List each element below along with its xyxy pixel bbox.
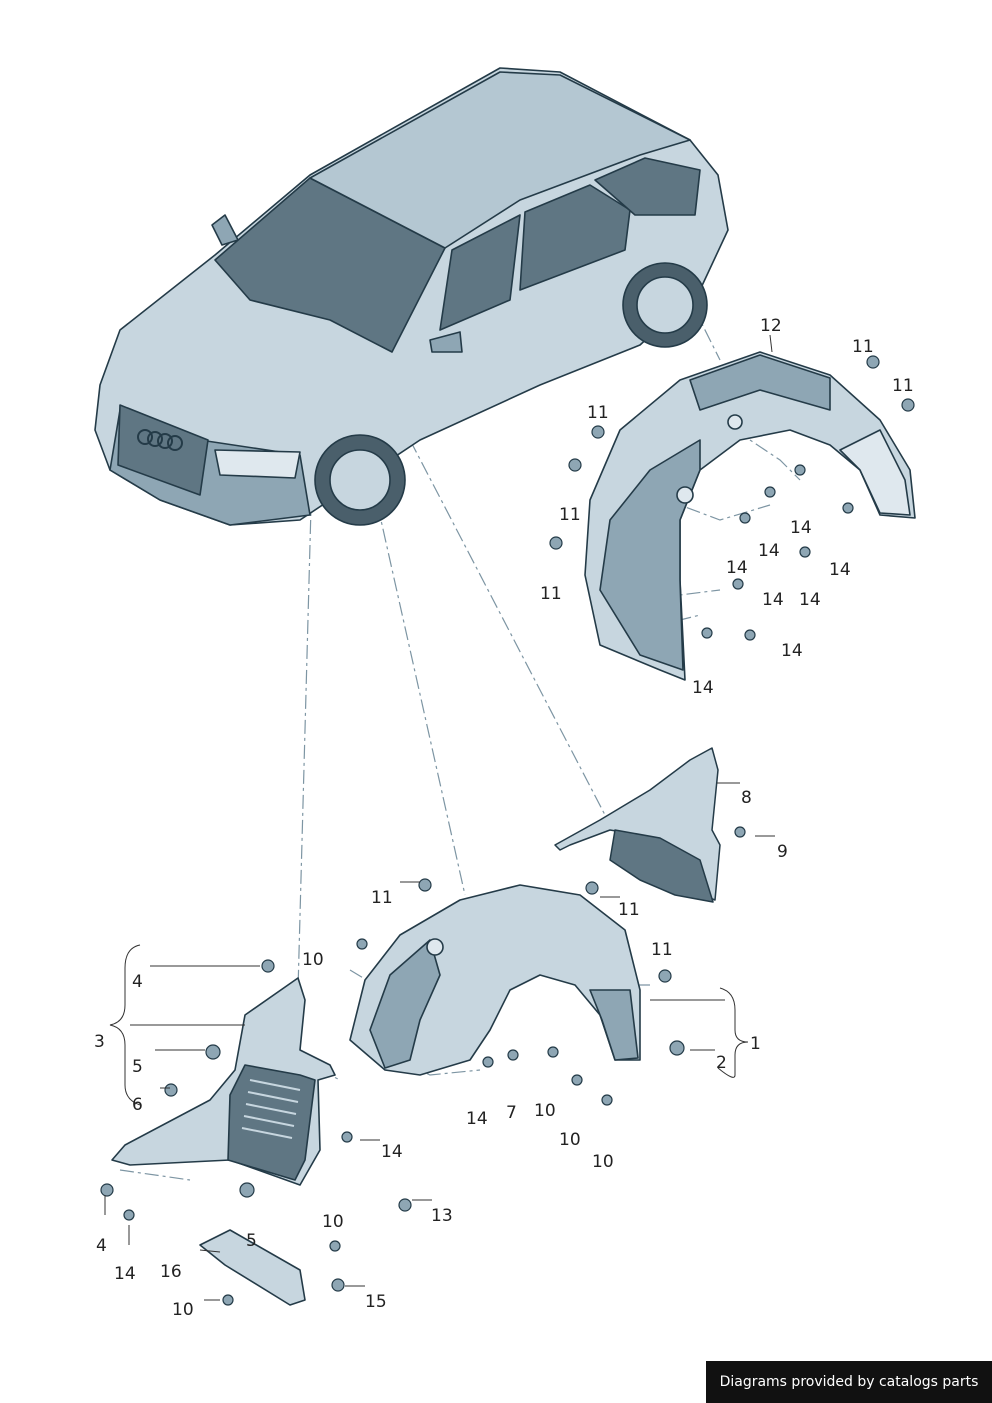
rear-wheelhouse-liner <box>584 351 916 681</box>
callout-10: 10 <box>534 1101 556 1121</box>
callout-10: 10 <box>172 1300 194 1320</box>
callout-10: 10 <box>302 950 324 970</box>
callout-14: 14 <box>466 1109 488 1129</box>
leader-lines <box>104 334 775 1301</box>
callout-14: 14 <box>799 590 821 610</box>
callout-6: 6 <box>132 1095 143 1115</box>
callout-8: 8 <box>741 788 752 808</box>
car-illustration <box>94 67 729 526</box>
callout-14: 14 <box>726 558 748 578</box>
splash-shield <box>111 977 336 1306</box>
callout-9: 9 <box>777 842 788 862</box>
callout-14: 14 <box>692 678 714 698</box>
fasteners <box>100 355 915 1306</box>
callout-1: 1 <box>750 1034 761 1054</box>
callout-13: 13 <box>431 1206 453 1226</box>
callout-11: 11 <box>852 337 874 357</box>
callout-2: 2 <box>716 1053 727 1073</box>
fender-bracket <box>554 747 721 903</box>
callout-14: 14 <box>790 518 812 538</box>
callout-14: 14 <box>762 590 784 610</box>
callout-4: 4 <box>132 972 143 992</box>
callout-5: 5 <box>132 1057 143 1077</box>
callout-4: 4 <box>96 1236 107 1256</box>
callout-11: 11 <box>892 376 914 396</box>
callout-labels: 1 2 3 4 4 5 5 6 7 8 9 10 10 10 10 10 10 … <box>94 316 914 1320</box>
credit-banner: Diagrams provided by catalogs parts <box>706 1361 992 1403</box>
callout-7: 7 <box>506 1103 517 1123</box>
callout-10: 10 <box>322 1212 344 1232</box>
callout-14: 14 <box>781 641 803 661</box>
callout-10: 10 <box>559 1130 581 1150</box>
callout-14: 14 <box>114 1264 136 1284</box>
callout-14: 14 <box>758 541 780 561</box>
callout-11: 11 <box>587 403 609 423</box>
callout-11: 11 <box>618 900 640 920</box>
callout-12: 12 <box>760 316 782 336</box>
callout-3: 3 <box>94 1032 105 1052</box>
callout-14: 14 <box>381 1142 403 1162</box>
callout-5: 5 <box>246 1231 257 1251</box>
front-wheelhouse-liner <box>349 884 641 1076</box>
callout-10: 10 <box>592 1152 614 1172</box>
callout-11: 11 <box>371 888 393 908</box>
callout-11: 11 <box>651 940 673 960</box>
callout-14: 14 <box>829 560 851 580</box>
callout-16: 16 <box>160 1262 182 1282</box>
callout-15: 15 <box>365 1292 387 1312</box>
callout-11: 11 <box>540 584 562 604</box>
callout-11: 11 <box>559 505 581 525</box>
